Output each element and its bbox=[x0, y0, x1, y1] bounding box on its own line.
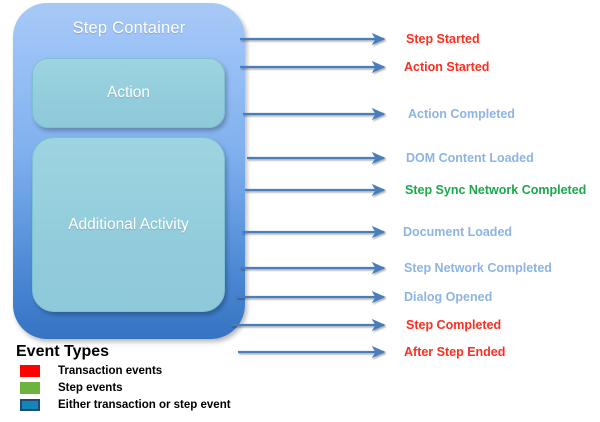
legend-label: Step events bbox=[58, 382, 123, 395]
legend-title: Event Types bbox=[16, 343, 110, 360]
additional-activity-box: Additional Activity bbox=[32, 137, 225, 312]
legend-item: Either transaction or step event bbox=[16, 398, 296, 413]
legend-item: Step events bbox=[16, 381, 296, 396]
event-label: Action Started bbox=[404, 60, 490, 74]
legend-item: Transaction events bbox=[16, 364, 296, 379]
legend-swatch bbox=[20, 382, 40, 395]
event-label: DOM Content Loaded bbox=[406, 151, 534, 165]
legend-swatch bbox=[20, 365, 40, 378]
event-label: Dialog Opened bbox=[404, 290, 493, 304]
event-label: Document Loaded bbox=[403, 225, 513, 239]
event-label: Step Completed bbox=[406, 318, 502, 332]
event-label: Step Sync Network Completed bbox=[405, 183, 587, 197]
additional-activity-box-label: Additional Activity bbox=[68, 215, 189, 233]
event-label: After Step Ended bbox=[404, 345, 506, 359]
legend-swatch bbox=[20, 399, 40, 412]
event-label: Step Started bbox=[406, 32, 480, 46]
event-label: Action Completed bbox=[408, 107, 515, 121]
action-box: Action bbox=[32, 58, 225, 128]
step-container-label: Step Container bbox=[72, 19, 186, 37]
legend-label: Either transaction or step event bbox=[58, 399, 231, 412]
event-label: Step Network Completed bbox=[404, 261, 552, 275]
legend-label: Transaction events bbox=[58, 365, 163, 378]
action-box-label: Action bbox=[106, 84, 151, 101]
